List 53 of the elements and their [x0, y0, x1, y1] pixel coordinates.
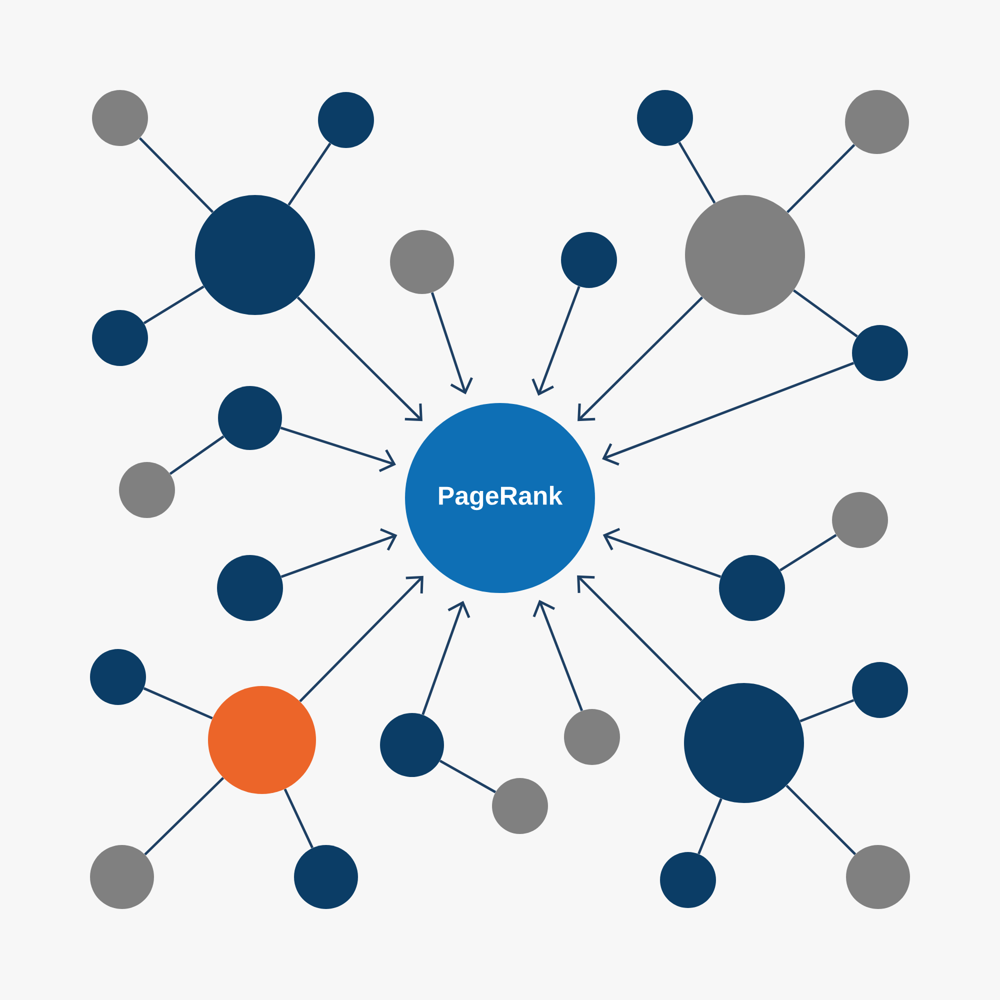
- graph-node: [217, 555, 283, 621]
- connector-line: [143, 285, 204, 324]
- connector-line: [284, 788, 314, 848]
- connector-line: [143, 687, 213, 720]
- arrow: [578, 296, 704, 422]
- arrow: [602, 362, 854, 466]
- graph-node: [119, 462, 175, 518]
- graph-node: [208, 686, 316, 794]
- connector-line: [698, 798, 722, 854]
- graph-node: [685, 195, 805, 315]
- graph-node: [218, 386, 282, 450]
- connector-line: [793, 289, 858, 338]
- graph-node: [684, 683, 804, 803]
- graph-node: [90, 649, 146, 705]
- arrow: [280, 528, 398, 578]
- graph-node: [846, 845, 910, 910]
- graph-node: [492, 778, 548, 834]
- graph-node: [832, 492, 888, 548]
- graph-node: [637, 90, 693, 146]
- arrow: [532, 600, 584, 712]
- graph-node: [380, 713, 444, 777]
- arrow: [532, 286, 580, 396]
- graph-node: [564, 709, 620, 765]
- graph-node: [92, 90, 148, 146]
- connector-line: [786, 784, 856, 856]
- connector-line: [138, 137, 214, 213]
- arrow: [299, 576, 424, 702]
- arrow: [577, 575, 702, 702]
- arrow: [422, 600, 470, 716]
- graph-node: [195, 195, 315, 315]
- graph-node: [561, 232, 617, 288]
- connector-line: [288, 142, 332, 206]
- arrow: [430, 292, 473, 394]
- graph-node: [852, 662, 908, 718]
- connector-line: [779, 534, 837, 572]
- graph-node: [719, 555, 785, 621]
- graph-node: [318, 92, 374, 148]
- graph-node: [90, 845, 154, 910]
- graph-node: [92, 310, 148, 366]
- connector-line: [678, 142, 716, 204]
- connector-line: [786, 144, 856, 214]
- graph-node: [845, 90, 909, 154]
- arrow: [602, 528, 722, 578]
- connector-line: [169, 435, 224, 475]
- graph-node: [660, 852, 716, 908]
- graph-node: [852, 325, 908, 381]
- arrow: [296, 296, 422, 422]
- graph-node: [390, 230, 454, 294]
- connector-line: [144, 777, 224, 856]
- graph-node: [294, 845, 358, 910]
- connector-line: [800, 699, 854, 722]
- connector-line: [439, 760, 496, 794]
- arrow: [280, 426, 396, 472]
